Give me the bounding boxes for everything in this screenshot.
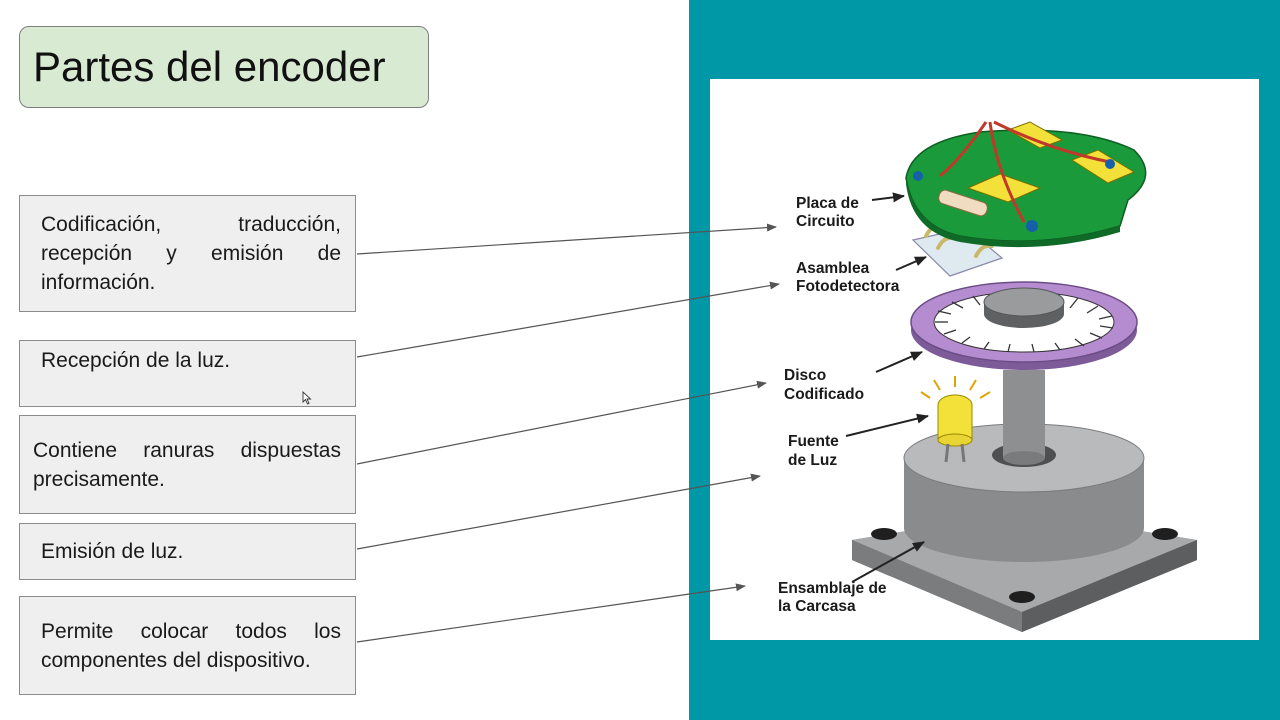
label-line: Placa de bbox=[796, 195, 859, 212]
label-coded-disc: Disco Codificado bbox=[784, 367, 864, 403]
slide-title: Partes del encoder bbox=[33, 43, 386, 90]
diagram-pointer-arrows bbox=[845, 192, 929, 583]
description-text: Permite colocar todos los componentes de… bbox=[41, 619, 341, 672]
description-text: Codificación, traducción, recepción y em… bbox=[41, 213, 341, 294]
connector-arrows bbox=[356, 223, 780, 643]
label-line: de Luz bbox=[788, 452, 837, 469]
description-box-light-source: Emisión de luz. bbox=[19, 523, 356, 580]
coded-disc bbox=[910, 281, 1138, 370]
label-housing: Ensamblaje de la Carcasa bbox=[778, 580, 887, 615]
description-box-photodetector: Recepción de la luz. bbox=[19, 340, 356, 407]
label-line: Disco bbox=[784, 367, 826, 384]
label-line: Codificado bbox=[784, 386, 864, 403]
connector-arrow-disc bbox=[356, 380, 767, 465]
connector-arrow-circuit bbox=[356, 223, 777, 255]
slide-title-box: Partes del encoder bbox=[19, 26, 429, 108]
label-light-source: Fuente de Luz bbox=[788, 433, 839, 469]
description-text: Recepción de la luz. bbox=[41, 349, 231, 372]
description-text: Emisión de luz. bbox=[41, 540, 184, 563]
label-line: Fotodetectora bbox=[796, 278, 900, 295]
label-photodetector: Asamblea Fotodetectora bbox=[796, 260, 900, 295]
mouse-cursor-icon bbox=[302, 391, 312, 405]
label-line: la Carcasa bbox=[778, 598, 856, 615]
shaft bbox=[1003, 370, 1045, 465]
label-line: Asamblea bbox=[796, 260, 870, 277]
description-box-circuit: Codificación, traducción, recepción y em… bbox=[19, 195, 356, 312]
label-circuit-board: Placa de Circuito bbox=[796, 195, 859, 230]
connector-arrow-housing bbox=[356, 583, 746, 643]
description-text: Contiene ranuras dispuestas precisamente… bbox=[33, 438, 341, 491]
label-line: Fuente bbox=[788, 433, 839, 450]
label-line: Circuito bbox=[796, 213, 855, 230]
connector-arrow-light bbox=[356, 473, 761, 550]
light-source-led bbox=[920, 376, 991, 463]
label-line: Ensamblaje de bbox=[778, 580, 887, 597]
connector-arrow-photodetector bbox=[356, 281, 780, 358]
housing-assembly bbox=[852, 423, 1197, 632]
circuit-board bbox=[905, 120, 1147, 248]
description-box-disc: Contiene ranuras dispuestas precisamente… bbox=[19, 415, 356, 514]
description-box-housing: Permite colocar todos los componentes de… bbox=[19, 596, 356, 695]
